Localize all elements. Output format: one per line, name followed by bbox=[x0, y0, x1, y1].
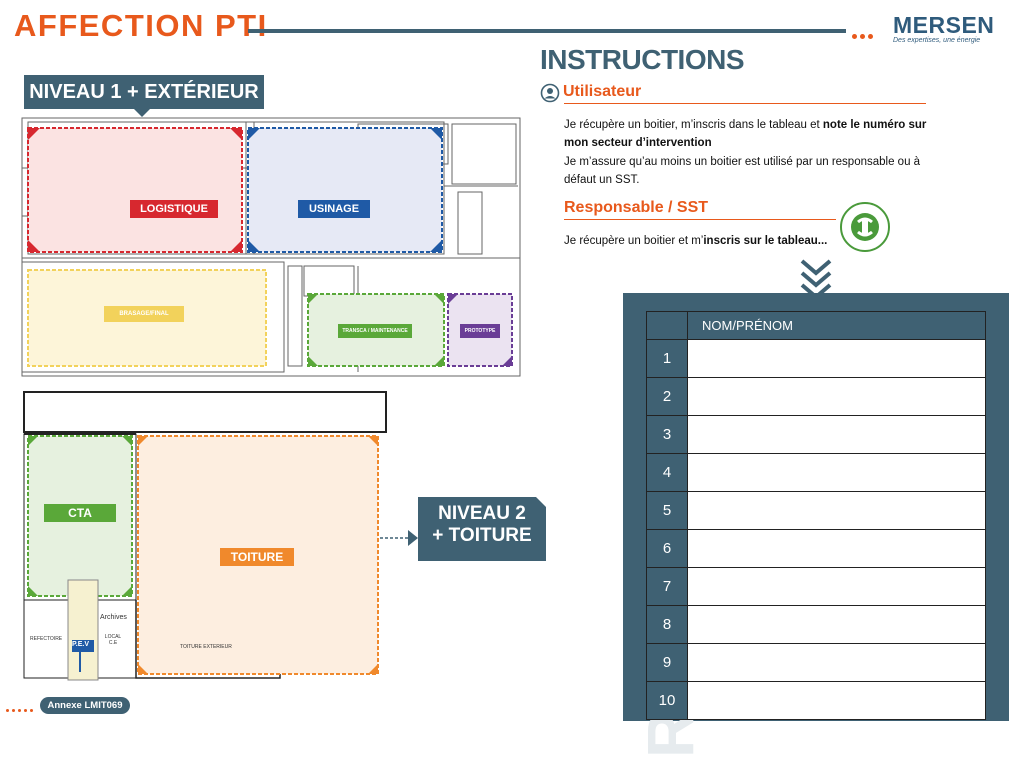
registry-name-field[interactable] bbox=[687, 605, 986, 644]
zone-cta: CTA bbox=[44, 504, 116, 522]
registry-name-field[interactable] bbox=[687, 643, 986, 682]
registry-name-field[interactable] bbox=[687, 377, 986, 416]
registry-row-number: 3 bbox=[646, 415, 688, 454]
registry-row: 7 bbox=[646, 567, 986, 606]
registry-row: 8 bbox=[646, 605, 986, 644]
zone-brasage: BRASAGE/FINAL bbox=[104, 306, 184, 322]
instructions-title: INSTRUCTIONS bbox=[540, 44, 745, 75]
registry-row-number: 10 bbox=[646, 681, 688, 720]
level1-label-pointer bbox=[134, 109, 150, 117]
plan-label-pev: P.E.V bbox=[72, 641, 89, 648]
zone-transca: TRANSCA / MAINTENANCE bbox=[338, 324, 412, 338]
user-instruction-1: Je récupère un boitier, m’inscris dans l… bbox=[564, 116, 936, 152]
level2-label: NIVEAU 2 + TOITURE bbox=[418, 503, 546, 547]
responsable-instruction: Je récupère un boitier et m’inscris sur … bbox=[564, 232, 854, 250]
registry-row: 9 bbox=[646, 643, 986, 682]
registry-row-number: 9 bbox=[646, 643, 688, 682]
logo-word: MERSEN bbox=[893, 12, 995, 38]
mersen-logo: MERSEN Des expertises, une énergie bbox=[893, 12, 1003, 44]
page-title: AFFECTION PTI bbox=[14, 8, 268, 43]
registry-row: 4 bbox=[646, 453, 986, 492]
level2-line1: NIVEAU 2 bbox=[438, 503, 526, 524]
registry-name-field[interactable] bbox=[687, 453, 986, 492]
user-icon bbox=[540, 83, 560, 103]
registry-name-field[interactable] bbox=[687, 529, 986, 568]
sst-badge-icon bbox=[840, 202, 890, 252]
registry-name-field[interactable] bbox=[687, 491, 986, 530]
footer-annex-label: Annexe LMIT069 bbox=[40, 697, 130, 714]
registry-row-number: 6 bbox=[646, 529, 688, 568]
zone-prototype: PROTOTYPE bbox=[460, 324, 500, 338]
registry-name-field[interactable] bbox=[687, 415, 986, 454]
user-heading: Utilisateur bbox=[563, 83, 642, 100]
registry-name-field[interactable] bbox=[687, 567, 986, 606]
title-divider bbox=[248, 29, 846, 33]
plan-label-local-ce: LOCAL C.E bbox=[104, 634, 122, 646]
responsable-instruction-bold: inscris sur le tableau... bbox=[703, 235, 828, 247]
footer-dots bbox=[6, 699, 36, 717]
user-instruction-1-bold: note le numéro sur mon secteur d’interve… bbox=[564, 119, 927, 149]
level1-label: NIVEAU 1 + EXTÉRIEUR bbox=[24, 75, 264, 109]
user-instruction-2: Je m’assure qu’au moins un boitier est u… bbox=[564, 156, 921, 186]
floor-plan-level2 bbox=[23, 391, 387, 681]
registry-row-number: 8 bbox=[646, 605, 688, 644]
registry-name-field[interactable] bbox=[687, 339, 986, 378]
registry-row-number: 1 bbox=[646, 339, 688, 378]
logo-tagline: Des expertises, une énergie bbox=[893, 37, 981, 44]
user-heading-rule bbox=[564, 103, 926, 104]
registry-row: 1 bbox=[646, 339, 986, 378]
responsable-heading-rule bbox=[564, 219, 836, 220]
floor-plan-level1 bbox=[21, 117, 521, 377]
zone-logistique: LOGISTIQUE bbox=[130, 200, 218, 218]
registry-row: 3 bbox=[646, 415, 986, 454]
registry-name-field[interactable] bbox=[687, 681, 986, 720]
registry-row-number: 5 bbox=[646, 491, 688, 530]
registry-header-row: NOM/PRÉNOM bbox=[646, 311, 986, 340]
plan-label-toiture-exterieur: TOITURE EXTERIEUR bbox=[180, 644, 232, 650]
registry-row-number: 4 bbox=[646, 453, 688, 492]
registry-number-header bbox=[646, 311, 688, 340]
registry-row-number: 2 bbox=[646, 377, 688, 416]
zone-toiture: TOITURE bbox=[220, 548, 294, 566]
registry-row: 10 bbox=[646, 681, 986, 720]
responsable-heading: Responsable / SST bbox=[564, 199, 709, 216]
responsable-instruction-text: Je récupère un boitier et m’ bbox=[564, 235, 704, 247]
plan-label-archives: Archives bbox=[100, 614, 127, 621]
level2-line2: + TOITURE bbox=[432, 525, 532, 546]
user-instruction-1-text: Je récupère un boitier, m’inscris dans l… bbox=[564, 119, 823, 131]
level2-tag bbox=[418, 497, 546, 561]
plan-label-refectoire: REFECTOIRE bbox=[30, 636, 63, 642]
registry-row: 2 bbox=[646, 377, 986, 416]
decorative-dots bbox=[852, 26, 876, 44]
zone-usinage: USINAGE bbox=[298, 200, 370, 218]
registry-row: 6 bbox=[646, 529, 986, 568]
registry-row: 5 bbox=[646, 491, 986, 530]
registry-name-header: NOM/PRÉNOM bbox=[687, 311, 986, 340]
registry-row-number: 7 bbox=[646, 567, 688, 606]
arrow-right-icon bbox=[380, 530, 418, 546]
